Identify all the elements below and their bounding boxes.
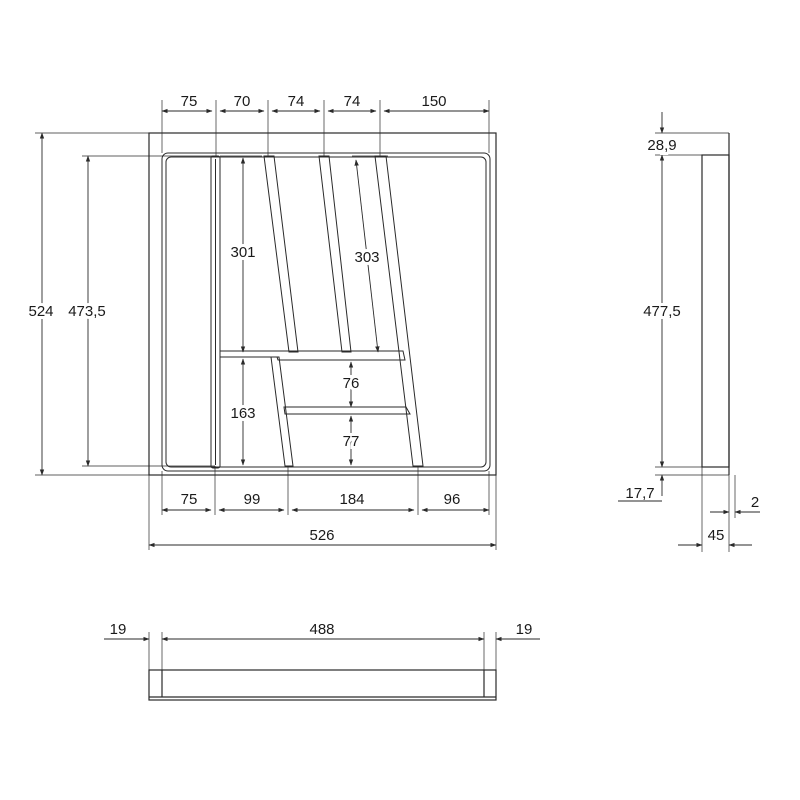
front-profile: [148, 669, 497, 701]
divider-lower-diagonal: [270, 356, 294, 467]
dim-bottom-4: 96: [444, 491, 461, 508]
dim-diagonal-compartment: 303: [354, 249, 379, 266]
side-view: 28,9 477,5 17,7 2 45: [618, 112, 760, 552]
dim-middle-upper: 76: [343, 375, 360, 392]
divider-shelf-1: [283, 406, 411, 415]
dim-side-wall: 2: [751, 494, 759, 511]
dim-front-right-margin: 19: [516, 621, 533, 638]
dim-bottom-3: 184: [339, 491, 364, 508]
dim-top-1: 75: [181, 93, 198, 110]
dim-left-lower-compartment: 163: [230, 405, 255, 422]
tray-outer-frame: [148, 132, 497, 476]
left-dimensions: 524 473,5: [25, 132, 215, 476]
dim-left-compartment: 301: [230, 244, 255, 261]
divider-left: [210, 155, 221, 469]
dim-bottom-2: 99: [244, 491, 261, 508]
front-view: 19 488 19: [104, 621, 540, 701]
divider-horizontal-top: [219, 350, 406, 361]
dim-top-3: 74: [288, 93, 305, 110]
dim-total-width: 526: [309, 527, 334, 544]
dim-bottom-1: 75: [181, 491, 198, 508]
dim-side-depth: 45: [708, 527, 725, 544]
top-dimension-row: 75 70 74 74 150: [161, 93, 490, 156]
dim-inner-height: 473,5: [68, 303, 106, 320]
tray-inner-bottom: [165, 156, 487, 468]
dim-top-4: 74: [344, 93, 361, 110]
dim-middle-lower: 77: [343, 433, 360, 450]
top-view: 75 70 74 74 150 75 99 184 96 526: [25, 93, 497, 550]
side-profile: [701, 154, 730, 468]
dim-side-bottom-offset: 17,7: [625, 485, 654, 502]
dim-top-2: 70: [234, 93, 251, 110]
divider-diagonal-1: [263, 155, 299, 353]
divider-diagonal-2: [318, 155, 352, 353]
dim-side-top-offset: 28,9: [647, 137, 676, 154]
dim-top-5: 150: [421, 93, 446, 110]
dim-outer-height: 524: [28, 303, 53, 320]
dim-side-height: 477,5: [643, 303, 681, 320]
compartment-dimensions: 301 163 303 76 77: [220, 155, 388, 466]
dim-front-left-margin: 19: [110, 621, 127, 638]
bottom-dimension-row: 75 99 184 96 526: [148, 466, 497, 550]
dim-front-inner-width: 488: [309, 621, 334, 638]
